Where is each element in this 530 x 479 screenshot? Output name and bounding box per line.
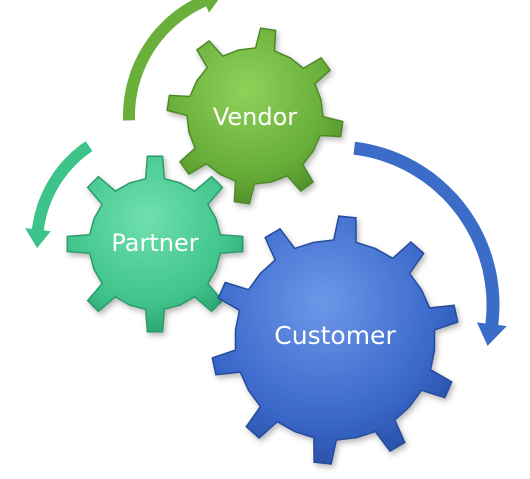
partner-gear: Partner [66, 155, 244, 333]
vendor-cycle-arrow [123, 0, 219, 121]
customer-gear: Customer [211, 215, 459, 465]
customer-label: Customer [274, 321, 396, 350]
vendor-label: Vendor [213, 103, 297, 131]
partner-label: Partner [111, 229, 198, 257]
customer-gear-shape [211, 215, 459, 465]
partner-cycle-arrow [25, 141, 93, 249]
customer-cycle-arrow [353, 141, 507, 346]
vendor-gear: Vendor [166, 27, 344, 205]
cycle-arrows [25, 0, 507, 346]
partner-gear-shape [66, 155, 244, 333]
vendor-gear-shape [166, 27, 344, 205]
